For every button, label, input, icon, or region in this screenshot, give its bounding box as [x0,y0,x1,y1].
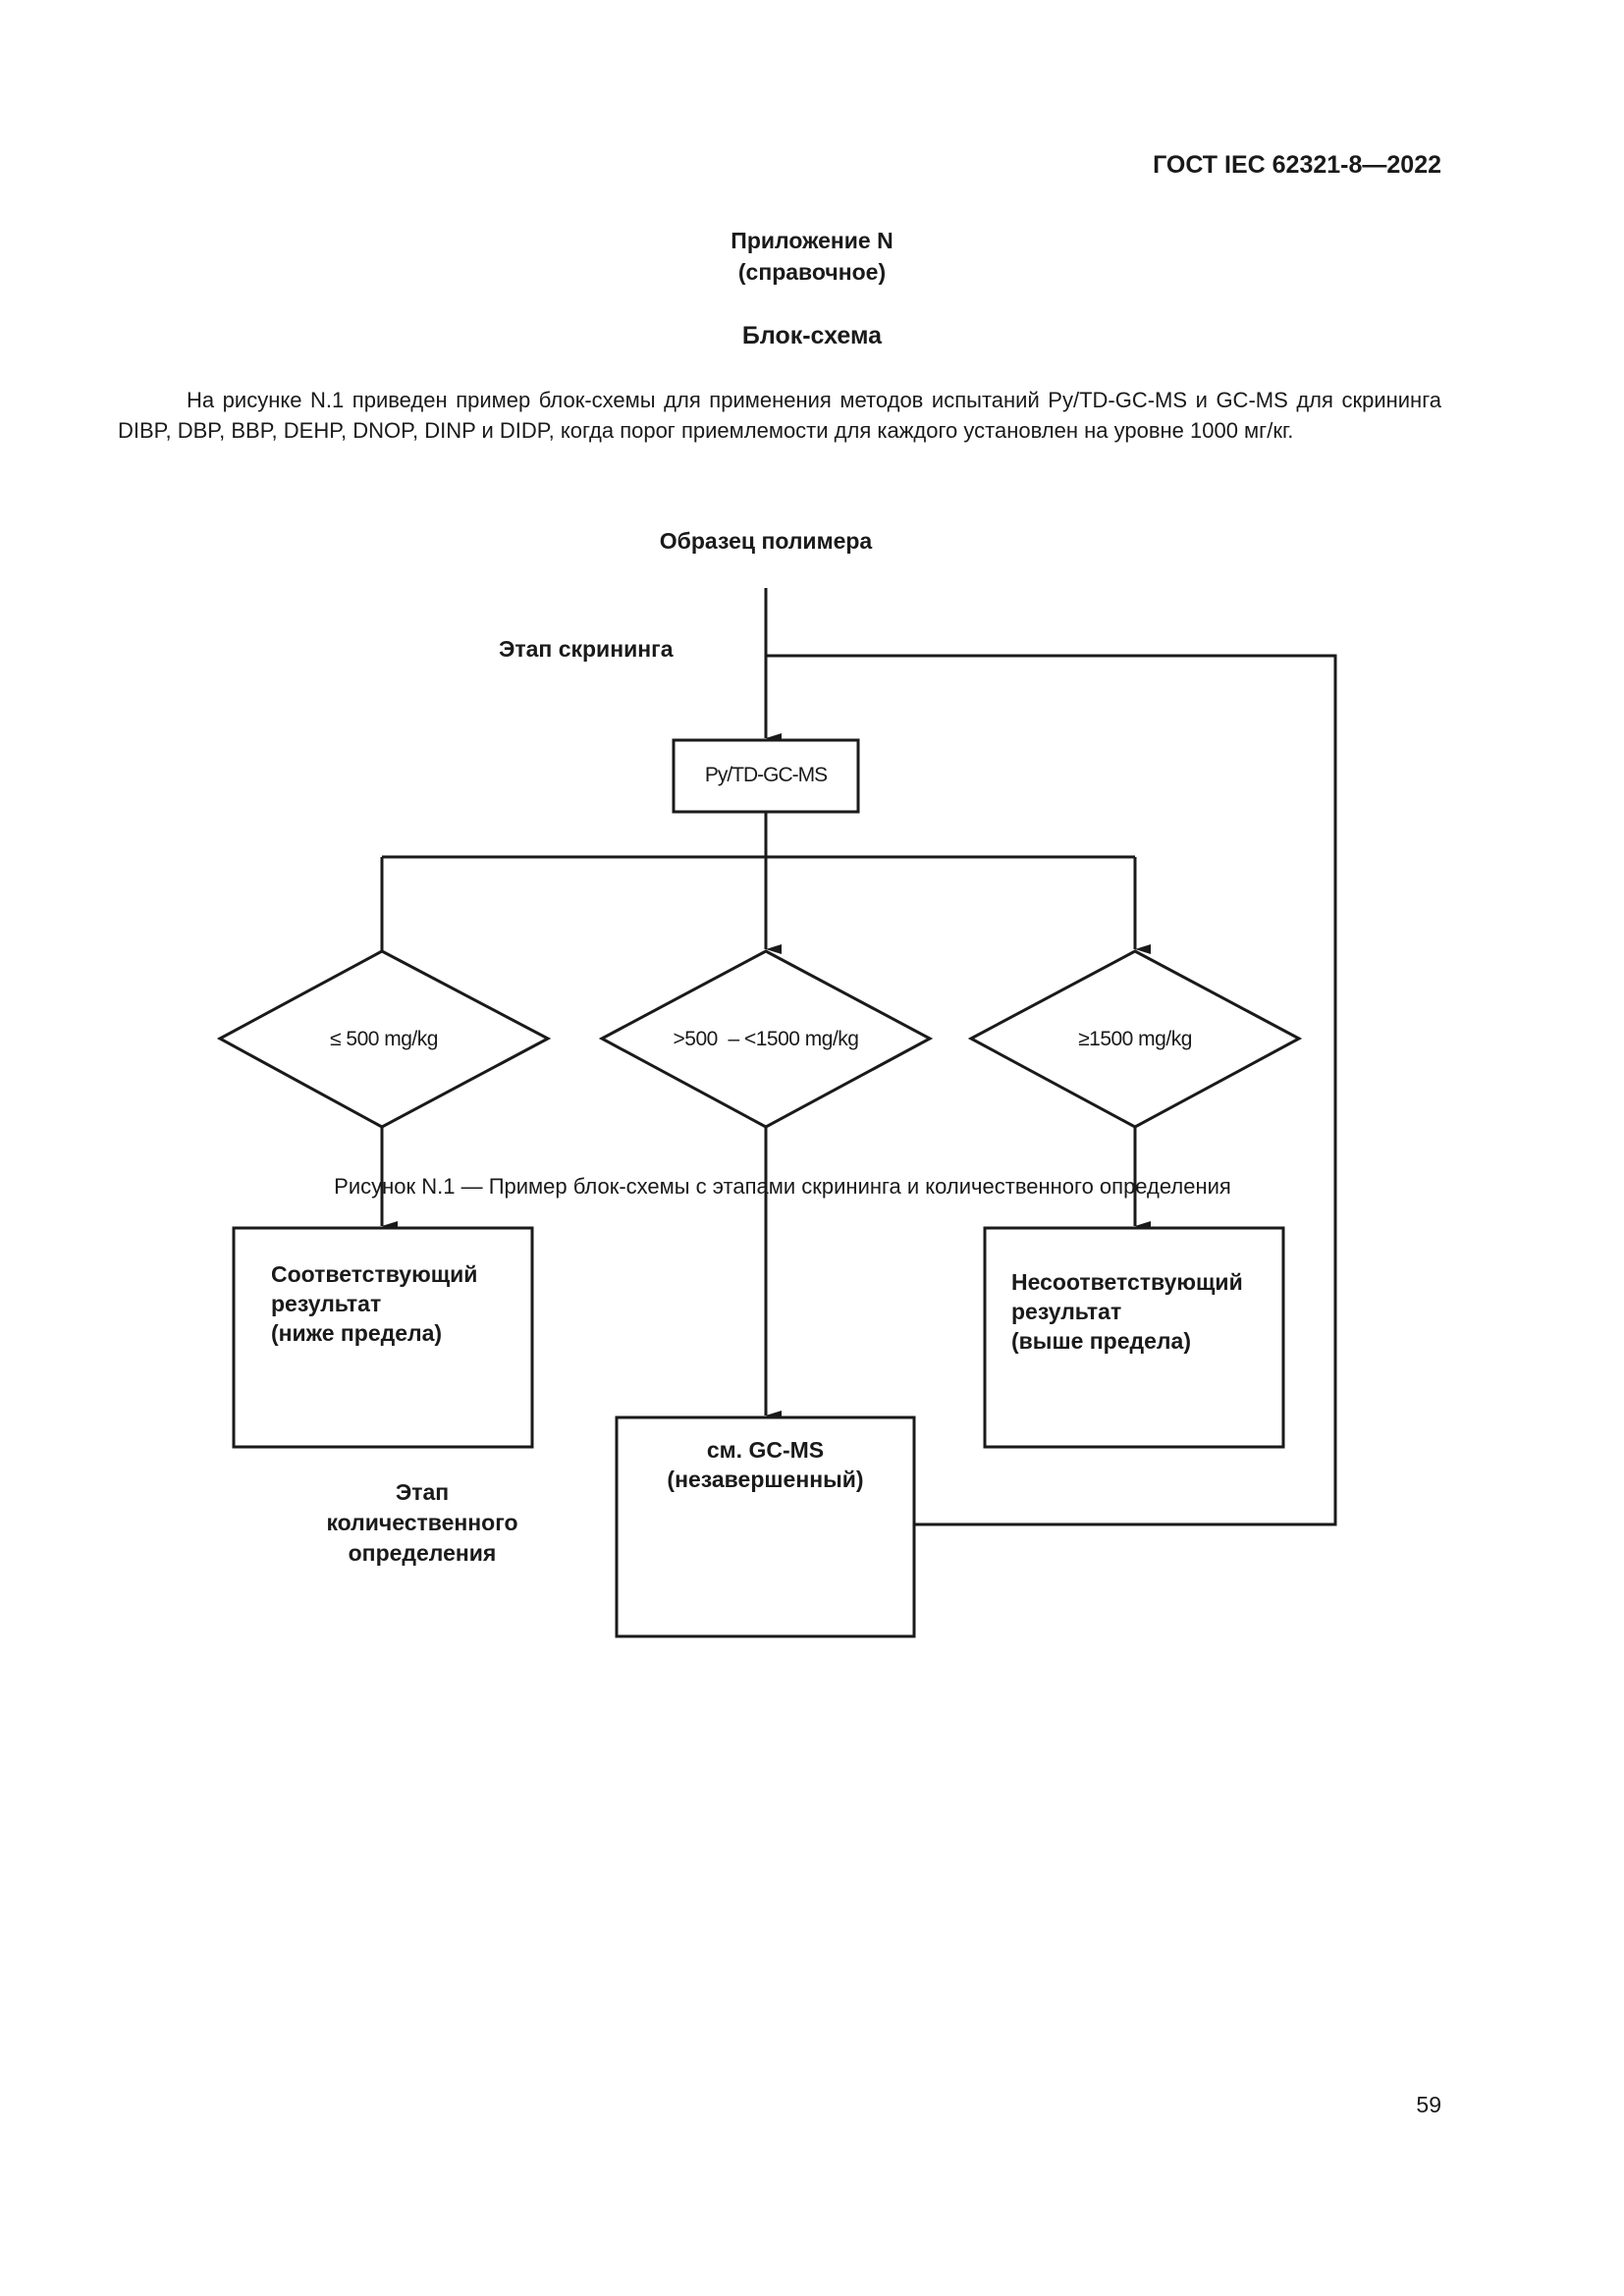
result-pass-line: результат [271,1291,382,1316]
decision-low [216,949,552,1129]
gcms-line: см. GC-MS [706,1437,825,1463]
result-pass-box [232,1226,534,1449]
result-fail-line: Несоответствующий [1011,1269,1243,1295]
intro-paragraph: На рисунке N.1 приведен пример блок-схем… [118,388,1441,443]
result-pass-line: (ниже предела) [271,1320,443,1346]
document-header: ГОСТ IEC 62321-8—2022 [1153,151,1441,179]
page-number: 59 [1416,2092,1441,2117]
quant-stage-line: Этап [395,1479,450,1505]
result-pass-line: Соответствующий [271,1261,478,1287]
result-fail-text: Несоответствующий результат (выше предел… [1011,1267,1243,1356]
feedback-loop-line [766,654,1337,1526]
figure-caption: Рисунок N.1 — Пример блок-схемы с этапам… [334,1174,1231,1199]
decision-high [967,949,1303,1129]
result-fail-line: результат [1011,1299,1122,1324]
method-box-label: Py/TD-GC-MS [704,764,828,786]
decision-mid [598,949,934,1129]
result-fail-box [983,1226,1285,1449]
result-fail-line: (выше предела) [1011,1328,1191,1354]
result-pass-text: Соответствующий результат (ниже предела) [271,1259,477,1348]
quant-stage-line: количественного [326,1510,518,1535]
annex-type: (справочное) [737,259,887,285]
section-title: Блок-схема [741,322,883,349]
decision-high-label: ≥1500 mg/kg [1078,1028,1192,1050]
gcms-text: см. GC-MS (незавершенный) [617,1435,914,1494]
decision-low-label: ≤ 500 mg/kg [330,1028,438,1050]
screening-stage-label: Этап скрининга [499,636,674,662]
decision-mid-label: >500 – <1500 mg/kg [673,1028,860,1050]
quant-stage-line: определения [348,1540,497,1566]
quant-stage-label: Этап количественного определения [275,1477,569,1569]
gcms-line: (незавершенный) [667,1467,864,1492]
annex-title: Приложение N [731,228,893,253]
start-label: Образец полимера [659,528,873,554]
gcms-box [615,1415,916,1638]
